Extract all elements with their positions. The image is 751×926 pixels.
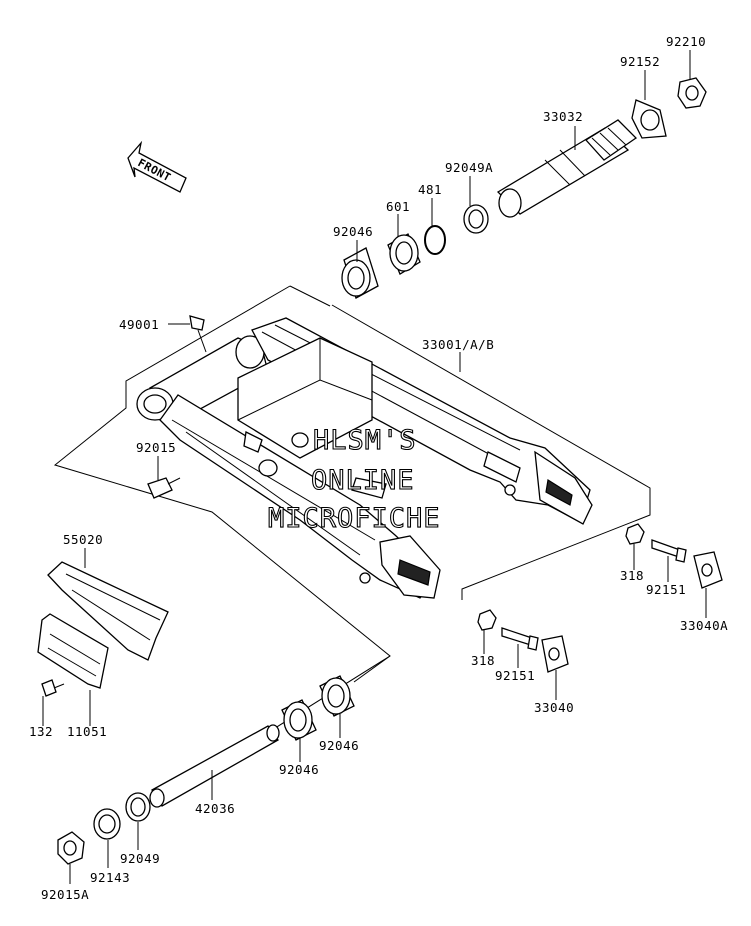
plate-33040A — [693, 551, 723, 589]
front-label: FRONT — [136, 156, 174, 184]
nut-318-mid — [477, 609, 497, 631]
label-33032[interactable]: 33032 — [543, 109, 583, 124]
washer-92143 — [93, 808, 121, 840]
pivot-shaft-42036 — [149, 724, 280, 808]
watermark-line1: HLSM'S — [313, 425, 417, 456]
circlip-481 — [424, 225, 446, 255]
collar-92049 — [125, 792, 151, 822]
watermark-line2: ONLINE — [311, 465, 415, 496]
part-labels: 92210 92152 33032 92049A 481 601 92046 4… — [29, 34, 728, 902]
collar-92049A — [463, 204, 489, 234]
label-92046-lower-right[interactable]: 92046 — [319, 738, 359, 753]
bolt-92015 — [147, 477, 181, 499]
label-318-mid[interactable]: 318 — [471, 653, 495, 668]
label-92046-lower-left[interactable]: 92046 — [279, 762, 319, 777]
label-132[interactable]: 132 — [29, 724, 53, 739]
label-92015[interactable]: 92015 — [136, 440, 176, 455]
label-318-right[interactable]: 318 — [620, 568, 644, 583]
bearing-92046-lower-right — [319, 675, 355, 717]
bolt-92151-mid — [501, 627, 539, 651]
label-92151-mid[interactable]: 92151 — [495, 668, 535, 683]
label-42036[interactable]: 42036 — [195, 801, 235, 816]
nut-318-right — [625, 523, 645, 545]
bearing-601 — [387, 233, 421, 275]
label-481[interactable]: 481 — [418, 182, 442, 197]
label-33001[interactable]: 33001/A/B — [422, 337, 494, 352]
label-92210[interactable]: 92210 — [666, 34, 706, 49]
label-49001[interactable]: 49001 — [119, 317, 159, 332]
nut-92015A — [57, 831, 85, 865]
leader-lines — [42, 50, 707, 884]
chain-guide-55020 — [47, 561, 169, 661]
label-92152[interactable]: 92152 — [620, 54, 660, 69]
label-92046-top[interactable]: 92046 — [333, 224, 373, 239]
label-33040A[interactable]: 33040A — [680, 618, 728, 633]
label-92151-right[interactable]: 92151 — [646, 582, 686, 597]
label-55020[interactable]: 55020 — [63, 532, 103, 547]
label-92143[interactable]: 92143 — [90, 870, 130, 885]
label-33040[interactable]: 33040 — [534, 700, 574, 715]
bearing-92046-lower-left — [281, 699, 317, 741]
label-92049[interactable]: 92049 — [120, 851, 160, 866]
locknut-92210 — [677, 77, 707, 109]
part-92152 — [631, 99, 667, 139]
label-601[interactable]: 601 — [386, 199, 410, 214]
label-92049A[interactable]: 92049A — [445, 160, 493, 175]
screw-132 — [41, 679, 65, 697]
watermark-line3: MICROFICHE — [268, 503, 441, 534]
label-11051[interactable]: 11051 — [67, 724, 107, 739]
bearing-92046-top — [341, 247, 379, 299]
bolt-92151-right — [651, 539, 687, 563]
grease-nipple-49001 — [189, 315, 207, 353]
pivot-shaft-33032 — [496, 119, 638, 218]
swingarm — [136, 317, 593, 599]
label-92015A[interactable]: 92015A — [41, 887, 89, 902]
watermark: HLSM'S ONLINE MICROFICHE — [267, 424, 441, 534]
chain-slider-11051 — [37, 613, 109, 689]
plate-33040 — [541, 635, 569, 673]
assembly-outline — [53, 285, 651, 746]
front-arrow-icon: FRONT — [127, 140, 187, 193]
